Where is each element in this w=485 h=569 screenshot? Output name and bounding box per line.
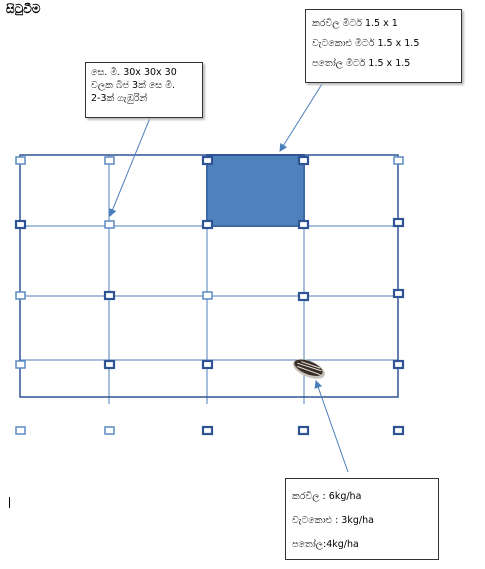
pit-marker [202, 291, 213, 300]
pit-marker [14, 219, 27, 230]
sunflower-seed-icon [292, 359, 326, 379]
spacing-line-snake-gourd: පතෝල මීටර් 1.5 x 1.5 [312, 57, 411, 69]
pit-line-2: 2-3ක් ගැඹුරින් [91, 92, 148, 104]
pit-marker [103, 290, 116, 301]
text-cursor [9, 497, 10, 508]
spacing-callout: කරවිල මීටර් 1.5 x 1 වැටකොළු මීටර් 1.5 x … [305, 9, 462, 83]
pit-marker [103, 359, 116, 370]
seed-rate-callout: කරවිල : 6kg/ha වැටකොළු : 3kg/ha පතෝල:4kg… [285, 478, 439, 560]
pit-marker [201, 359, 214, 370]
pit-marker [297, 155, 310, 166]
pit-marker [201, 155, 214, 166]
pit-marker [297, 219, 310, 230]
highlighted-plot [206, 154, 305, 227]
pit-marker [392, 425, 405, 436]
seed-rate-bitter-gourd: කරවිල : 6kg/ha [292, 491, 362, 502]
seed-rate-pumpkin: වැටකොළු : 3kg/ha [292, 515, 374, 527]
pit-marker [104, 156, 115, 165]
spacing-line-bitter-gourd: කරවිල මීටර් 1.5 x 1 [312, 18, 398, 29]
pit-marker [15, 156, 26, 165]
pit-marker [392, 359, 405, 370]
spacing-line-pumpkin: වැටකොළු මීටර් 1.5 x 1.5 [312, 37, 420, 49]
seed-rate-snake-gourd: පතෝල:4kg/ha [292, 539, 359, 551]
pit-marker [15, 426, 26, 435]
pit-marker [15, 291, 26, 300]
page-title: සිටුවීම [6, 2, 41, 16]
pit-line-1: සෙ. මී. 30x 30x 30 වලක බීජ 3ක් සෙ මී. [91, 67, 177, 91]
pit-marker [104, 220, 115, 229]
pit-marker [393, 156, 404, 165]
pit-marker [201, 425, 214, 436]
pit-marker [201, 219, 214, 230]
pit-marker [15, 360, 26, 369]
arrow-spacing [279, 83, 323, 152]
pit-marker [297, 425, 310, 436]
arrow-pit [108, 117, 151, 217]
field-border [19, 154, 399, 398]
pit-marker [104, 426, 115, 435]
pit-marker [392, 288, 405, 299]
pit-marker [392, 217, 405, 228]
pit-marker [297, 291, 310, 302]
arrow-seed [314, 380, 349, 473]
pit-markers [14, 155, 405, 436]
pit-callout: සෙ. මී. 30x 30x 30 වලක බීජ 3ක් සෙ මී. 2-… [85, 62, 203, 118]
